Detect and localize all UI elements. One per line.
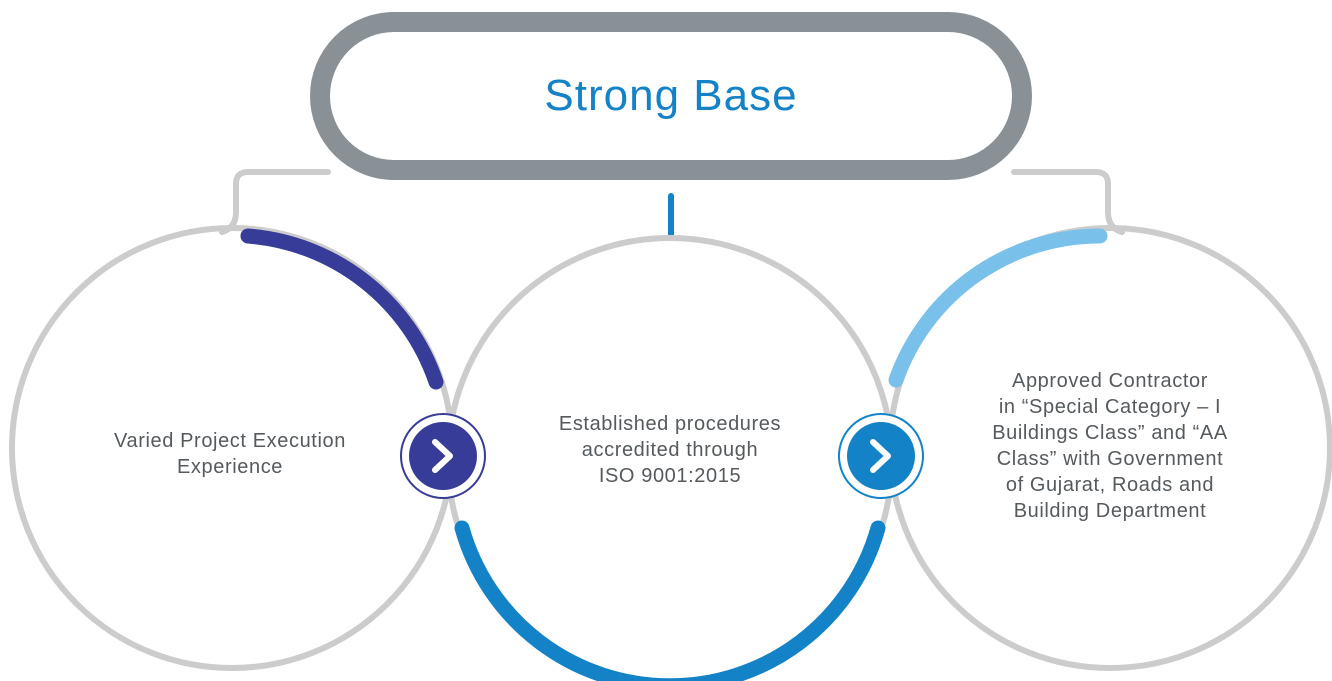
arc-mid-blue [454,520,886,681]
arc-light-blue [888,228,1108,388]
chevron-right-icon [838,413,924,499]
diagram-title: Strong Base [544,71,798,120]
item-text-center: Established procedures accredited throug… [558,413,782,487]
right-connector [1011,169,1125,235]
chevron-right-icon [400,413,486,499]
arc-dark-blue [240,228,444,390]
item-text-left: Varied Project Execution Experience [114,430,346,478]
item-text-right: Approved Contractor in “Special Category… [992,370,1228,522]
title-frame [310,12,1032,180]
left-connector [219,169,331,235]
